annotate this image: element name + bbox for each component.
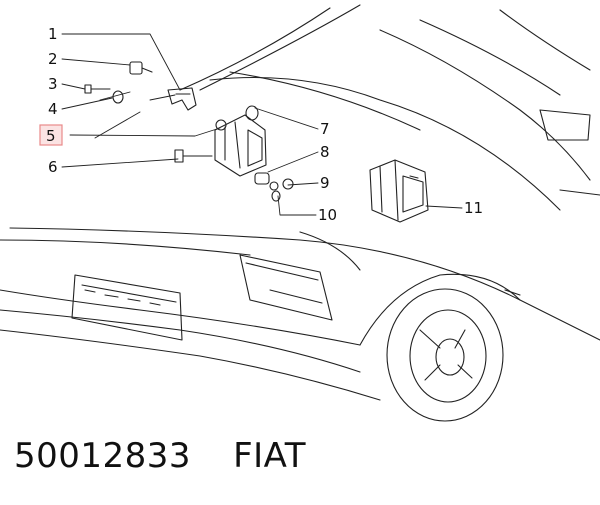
callout-2: 2: [48, 50, 58, 68]
callout-9: 9: [320, 174, 330, 192]
callout-8: 8: [320, 143, 330, 161]
part-washer: [112, 90, 124, 104]
part-pump-assembly: [369, 159, 429, 223]
part-long-bolt: [174, 149, 213, 163]
part-bracket: [167, 87, 197, 111]
callout-4: 4: [48, 100, 58, 118]
brand-name: FIAT: [233, 436, 307, 476]
callout-11: 11: [464, 199, 483, 217]
callout-5: 5: [46, 127, 56, 145]
callout-1: 1: [48, 25, 58, 43]
callout-7: 7: [320, 120, 330, 138]
highlight-box: [39, 124, 63, 146]
callout-3: 3: [48, 75, 58, 93]
part-footer: 50012833 FIAT: [14, 436, 306, 476]
part-motor-unit: [214, 114, 267, 177]
part-number: 50012833: [14, 436, 192, 476]
part-nut-screw: [129, 61, 153, 75]
part-bolt: [84, 84, 111, 94]
exploded-parts-diagram: 1 2 3 4 5 6 7 8 9 10 11: [0, 4, 600, 422]
part-washer-10: [271, 190, 281, 202]
leader-lines: [61, 33, 463, 216]
part-washer-7: [245, 105, 259, 121]
car-body-outline: [0, 4, 600, 422]
part-bush: [254, 172, 270, 185]
callout-labels: 1 2 3 4 5 6 7 8 9 10 11: [46, 25, 483, 224]
callout-6: 6: [48, 158, 58, 176]
callout-10: 10: [318, 206, 337, 224]
part-nut: [269, 178, 294, 191]
